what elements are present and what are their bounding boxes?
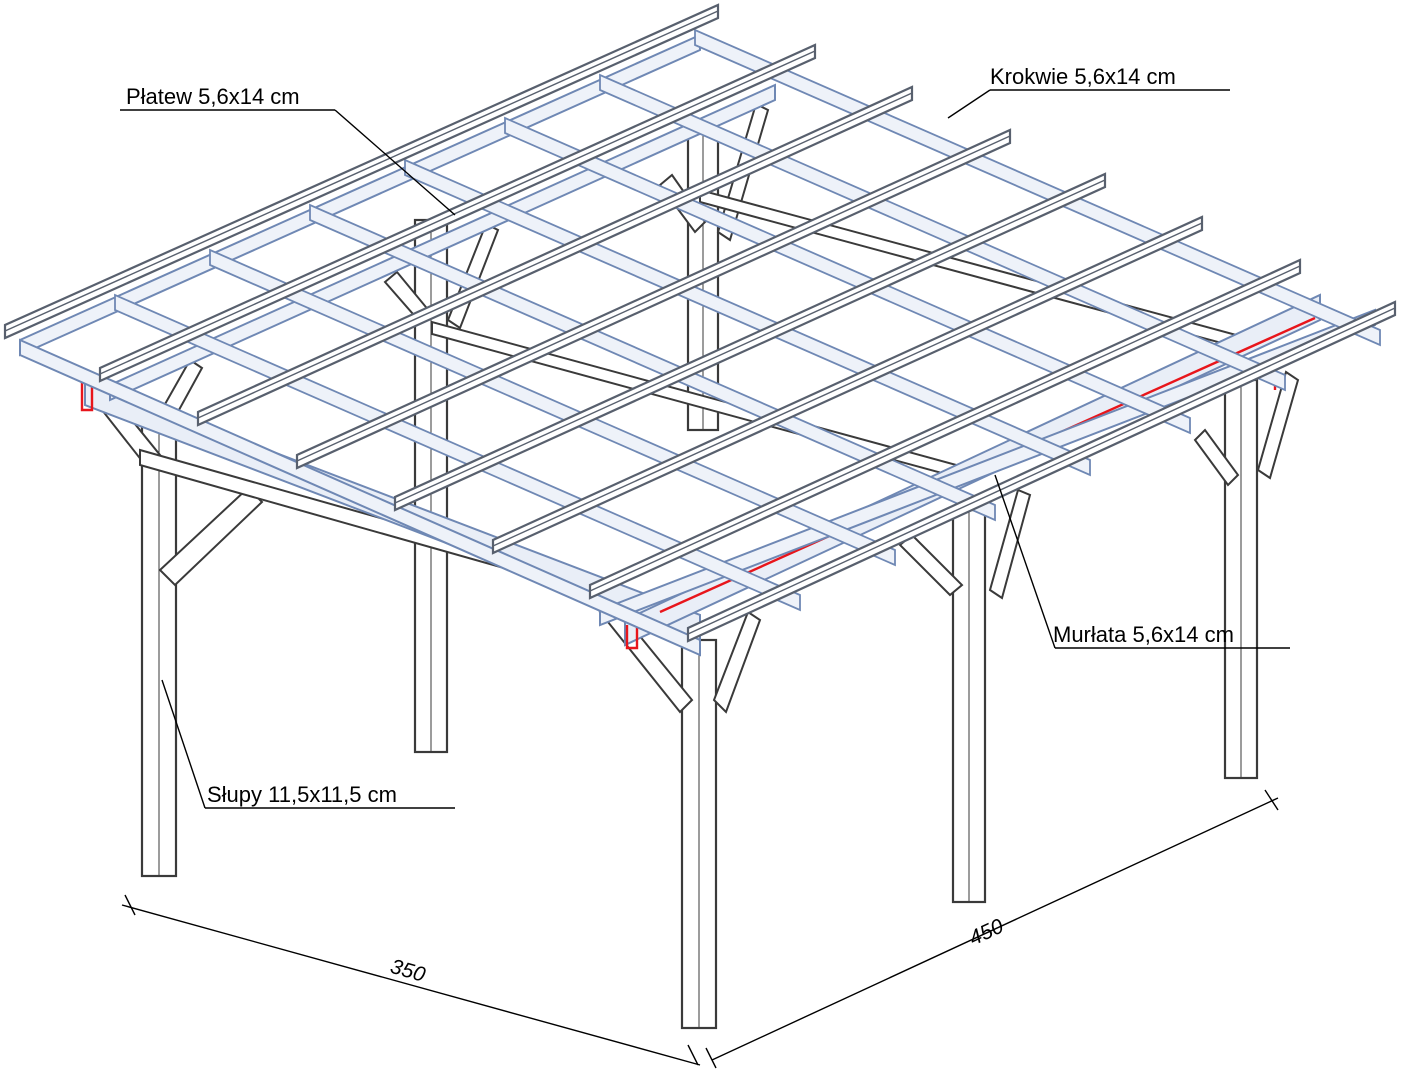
batten-caps (4, 10, 1396, 635)
label-krokwie: Krokwie 5,6x14 cm (990, 64, 1176, 89)
dimension-lines (121, 789, 1279, 1069)
dimension-depth: 350 (388, 955, 428, 987)
dimension-width: 450 (966, 914, 1008, 950)
posts (140, 128, 1259, 1030)
label-platew: Płatew 5,6x14 cm (126, 84, 300, 109)
label-slupy: Słupy 11,5x11,5 cm (207, 782, 397, 807)
annotations (120, 89, 1290, 809)
label-murlata: Murłata 5,6x14 cm (1053, 622, 1234, 647)
